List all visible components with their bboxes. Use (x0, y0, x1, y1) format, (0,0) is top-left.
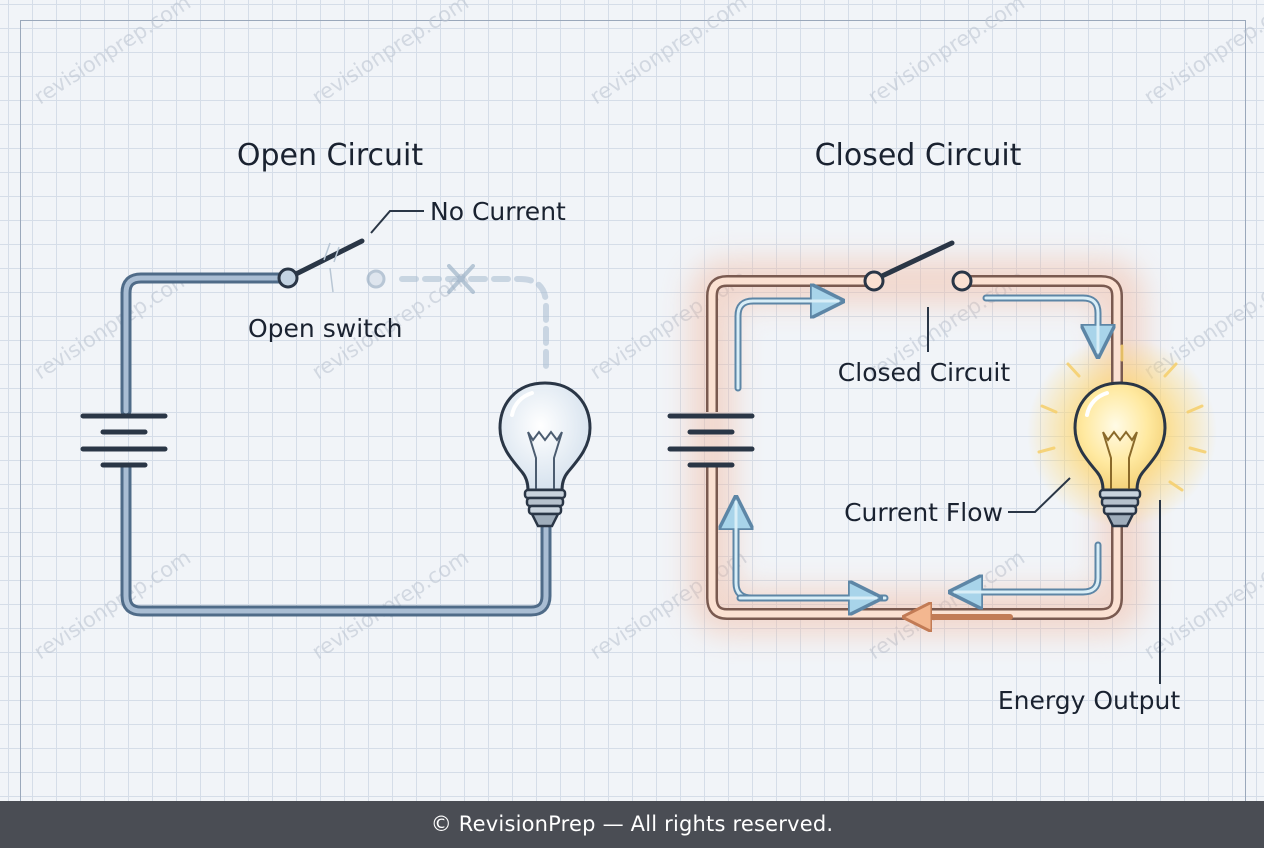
watermark-text: revisionprep.com (30, 0, 195, 109)
broken-wire (366, 269, 549, 375)
no-current-leader (370, 210, 424, 234)
closed-circuit-title: Closed Circuit (815, 138, 1022, 173)
light-rays (1037, 344, 1207, 492)
closed-circuit: Closed Circuit (667, 138, 1217, 715)
current-flow-leader (1008, 477, 1071, 513)
battery-icon (667, 413, 755, 468)
watermark-text: revisionprep.com (1140, 0, 1264, 109)
watermark-text: revisionprep.com (308, 545, 473, 664)
closed-switch-label: Closed Circuit (838, 358, 1011, 387)
watermark-text: revisionprep.com (864, 0, 1029, 109)
watermark-text: revisionprep.com (1140, 545, 1264, 664)
battery-icon (80, 413, 168, 468)
copyright-footer: © RevisionPrep — All rights reserved. (0, 801, 1264, 848)
open-circuit: Open Circuit (80, 138, 592, 617)
watermark-text: revisionprep.com (30, 545, 195, 664)
light-bulb-off-icon (498, 381, 592, 528)
current-flow-label: Current Flow (844, 498, 1003, 527)
open-switch-label: Open switch (248, 314, 403, 343)
current-flow-path (736, 298, 1098, 617)
closed-switch (863, 240, 973, 292)
light-bulb-on-icon (1073, 381, 1167, 528)
open-switch (277, 238, 365, 293)
break-x-icon (447, 264, 475, 294)
open-circuit-wire (120, 272, 552, 617)
watermark-text: revisionprep.com (308, 0, 473, 109)
watermark-text: revisionprep.com (586, 0, 751, 109)
no-current-label: No Current (430, 197, 566, 226)
open-circuit-title: Open Circuit (237, 138, 423, 173)
energy-output-label: Energy Output (998, 686, 1181, 715)
watermark-layer: revisionprep.com revisionprep.com revisi… (30, 0, 1264, 664)
closed-circuit-wire (706, 275, 1123, 620)
